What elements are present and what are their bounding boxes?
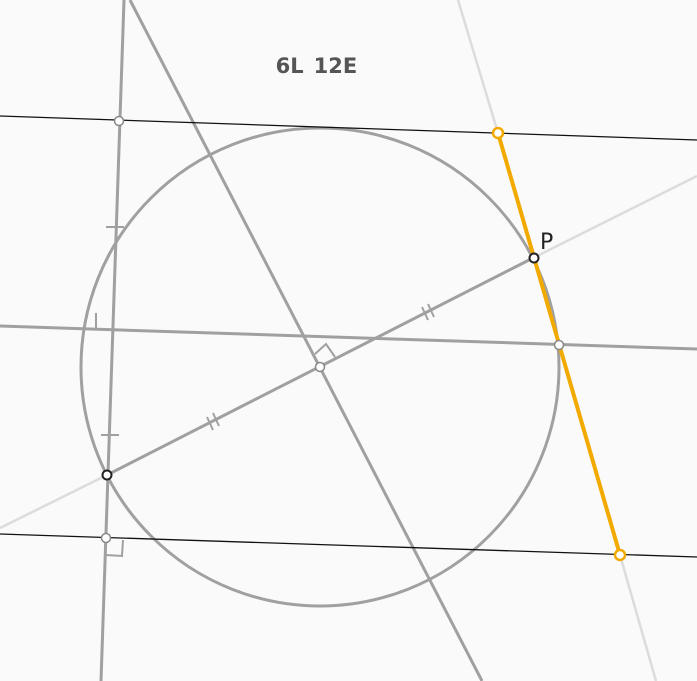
highlight-endpoint-bottom[interactable] <box>613 548 627 562</box>
diagonal-line-perpendicular[interactable] <box>128 0 484 681</box>
right-angle-mark-center <box>314 342 336 358</box>
black-line-top[interactable] <box>0 115 697 141</box>
score-display: 6L 12E <box>261 30 367 78</box>
point-top-left[interactable] <box>113 115 125 127</box>
point-bottom-left[interactable] <box>100 532 112 544</box>
light-line-top-tangent[interactable] <box>456 0 500 134</box>
black-line-bottom[interactable] <box>0 533 697 558</box>
light-line-upper-right[interactable] <box>532 174 697 260</box>
lines-count: 6L <box>275 54 304 78</box>
vertical-line-left[interactable] <box>99 0 126 681</box>
point-p[interactable] <box>528 252 540 264</box>
point-circle-right[interactable] <box>553 339 565 351</box>
light-line-bottom-tangent[interactable] <box>618 554 658 681</box>
light-line-lower-left[interactable] <box>0 473 108 530</box>
double-tick-lower <box>206 412 220 431</box>
point-diameter-end[interactable] <box>101 469 113 481</box>
right-angle-mark-left <box>95 313 114 331</box>
elements-count: 12E <box>313 54 358 78</box>
right-angle-mark-bottom <box>105 539 124 558</box>
circle[interactable] <box>79 126 561 608</box>
horizontal-line-middle[interactable] <box>0 324 697 351</box>
highlight-endpoint-top[interactable] <box>491 126 505 140</box>
point-p-label: P <box>540 230 553 255</box>
point-center[interactable] <box>314 361 326 373</box>
double-tick-upper <box>421 303 435 321</box>
